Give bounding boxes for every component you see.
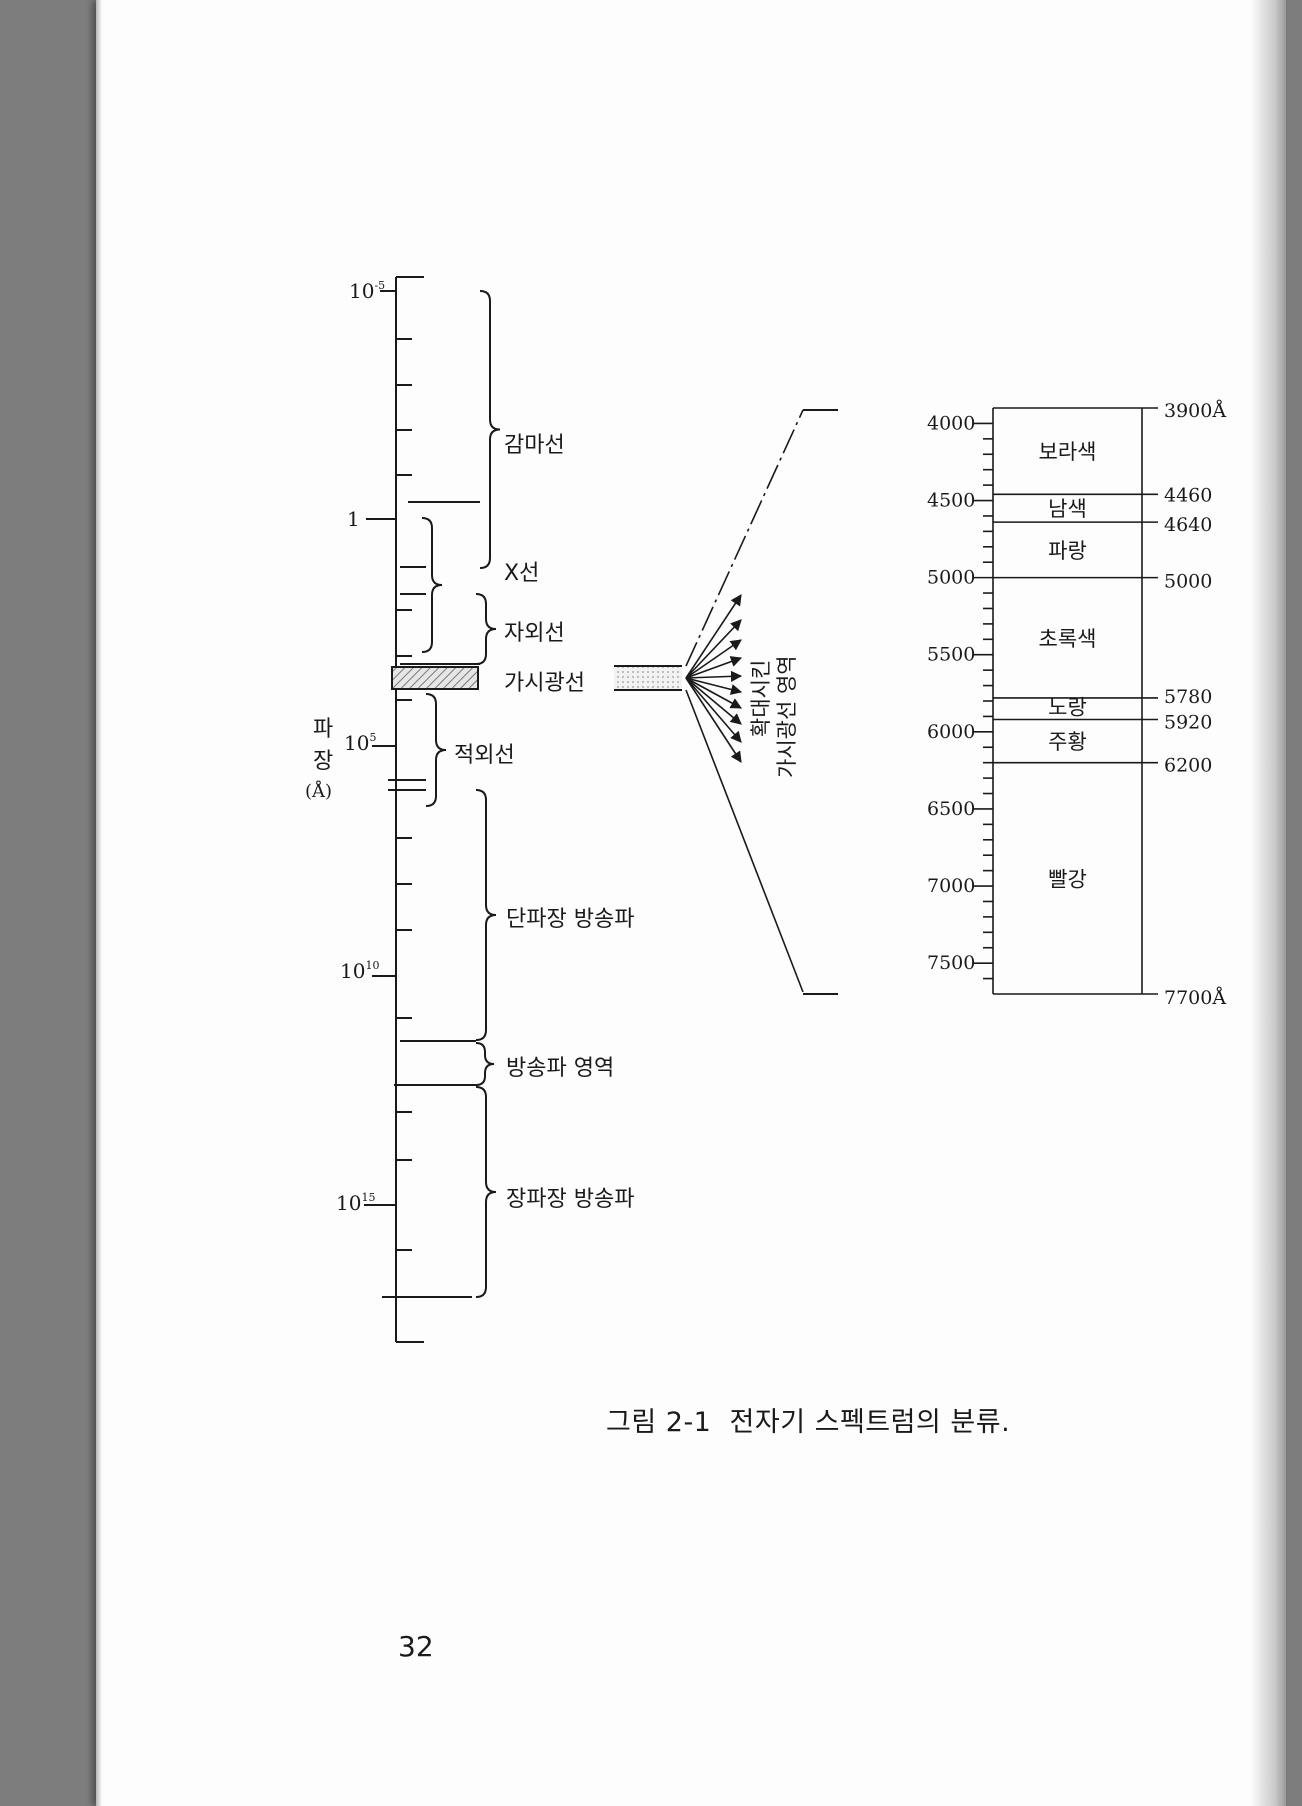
label-broadcast: 방송파 영역: [506, 1056, 614, 1081]
magnify-arrow: [685, 639, 742, 679]
zoom-left-label: 5500: [927, 644, 975, 666]
zoom-band-label: 빨강: [1048, 867, 1087, 891]
label-ir: 적외선: [454, 743, 515, 768]
zoom-band-label: 초록색: [1039, 627, 1097, 651]
zoom-band-label: 파랑: [1048, 539, 1087, 563]
magnify-arrow: [685, 677, 743, 695]
scale-label-1e-5: 10-5: [349, 279, 385, 303]
zoom-left-label: 4000: [927, 412, 975, 434]
scale-labels: 10-5 1 105 1010 1015: [336, 279, 396, 1215]
region-boundaries: [382, 501, 480, 1298]
zoom-right-label: 3900Å: [1164, 400, 1226, 422]
label-long-wave: 장파장 방송파: [506, 1187, 634, 1212]
region-braces: [421, 290, 501, 1298]
scale-label-1e5: 105: [344, 731, 376, 755]
magnifier: 확대시킨 가시광선 영역: [614, 409, 838, 995]
svg-text:파: 파: [313, 717, 333, 742]
magnify-arrow: [685, 670, 743, 682]
zoom-right-label: 6200: [1164, 755, 1212, 777]
wavelength-axis: [395, 276, 424, 1343]
book-page: 10-5 1 105 1010 1015 파: [96, 0, 1286, 1806]
page-right-edge: [1250, 0, 1286, 1806]
page-number: 32: [398, 1630, 434, 1663]
electromagnetic-spectrum-diagram: 10-5 1 105 1010 1015 파: [305, 276, 1226, 1343]
magnify-arrow: [685, 594, 742, 679]
figure-caption: 그림 2-1 전자기 스펙트럼의 분류.: [606, 1407, 1011, 1438]
label-xray: X선: [504, 561, 539, 586]
zoom-left-label: 7500: [927, 952, 975, 974]
zoom-left-label: 4500: [927, 490, 975, 512]
zoom-left-label: 7000: [927, 875, 975, 897]
visible-spectrum-zoom: 4000 4500 5000 5500 6000 6500 7000 7500 3900Å 44…: [927, 400, 1226, 1009]
svg-text:(Å): (Å): [305, 780, 332, 802]
magnify-arrow: [685, 677, 742, 743]
region-labels: 감마선 X선 자외선 가시광선 적외선 단파장 방송파 방송파 영역 장파장 방…: [454, 433, 634, 1212]
brace-ir: [425, 693, 447, 807]
brace-broadcast: [475, 1042, 495, 1086]
zoom-band-label: 남색: [1048, 497, 1087, 521]
label-uv: 자외선: [504, 621, 565, 646]
axis-title: 파 장 (Å): [305, 717, 333, 802]
zoom-right-label: 5920: [1164, 712, 1212, 734]
label-short-wave: 단파장 방송파: [506, 907, 634, 932]
magnify-arrow: [685, 619, 742, 679]
visible-light-band: [391, 666, 479, 690]
scale-label-1e15: 1015: [336, 1191, 375, 1215]
magnifier-strip: [614, 666, 682, 690]
magnify-arrow: [685, 677, 742, 763]
zoom-band-label: 주황: [1048, 730, 1087, 754]
brace-xray: [421, 517, 443, 653]
zoom-left-label: 5000: [927, 567, 975, 589]
scale-label-1e10: 1010: [340, 959, 379, 983]
page-binding-edge: [96, 0, 102, 1806]
zoom-left-label: 6500: [927, 798, 975, 820]
brace-uv: [475, 593, 497, 665]
magnify-arrow: [685, 677, 742, 709]
zoom-right-label: 5000: [1164, 571, 1212, 593]
zoom-right-label: 4640: [1164, 514, 1212, 536]
label-gamma: 감마선: [504, 433, 565, 458]
label-visible: 가시광선: [504, 671, 585, 696]
zoom-left-label: 6000: [927, 721, 975, 743]
magnified-label-line2: 가시광선 영역: [775, 655, 799, 778]
brace-short-wave: [475, 789, 497, 1041]
brace-gamma: [479, 290, 501, 569]
magnify-arrow: [685, 656, 743, 679]
magnify-arrow: [685, 677, 742, 725]
zoom-band-label: 보라색: [1039, 440, 1097, 464]
zoom-right-label: 4460: [1164, 484, 1212, 506]
zoom-band-label: 노랑: [1048, 696, 1087, 720]
svg-text:장: 장: [313, 749, 333, 774]
zoom-right-label: 7700Å: [1164, 987, 1226, 1009]
magnified-label-line1: 확대시킨: [749, 660, 773, 737]
scale-label-1: 1: [347, 507, 360, 531]
zoom-right-label: 5780: [1164, 686, 1212, 708]
brace-long-wave: [475, 1086, 497, 1298]
